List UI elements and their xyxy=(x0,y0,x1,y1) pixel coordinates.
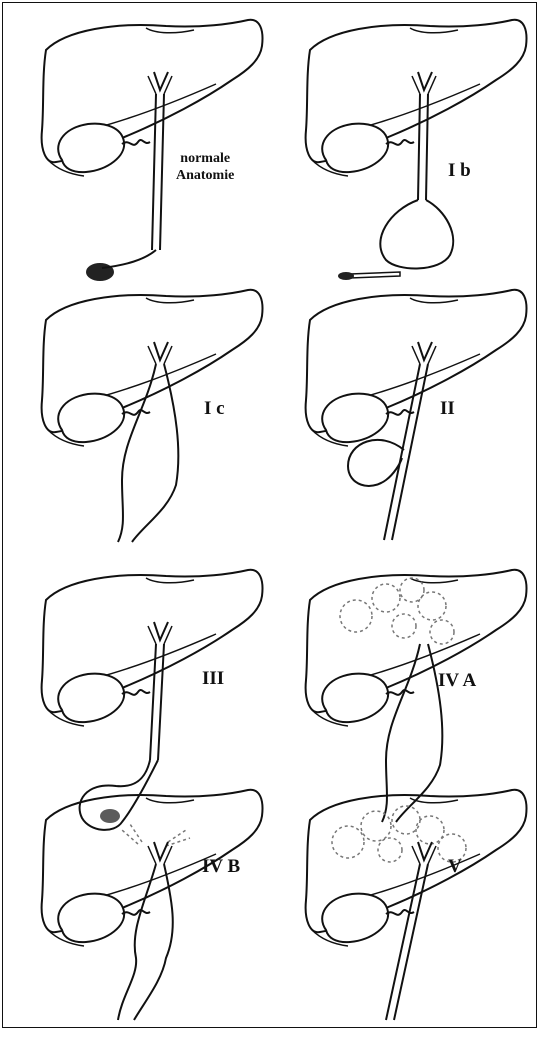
fusiform-cyst xyxy=(380,200,453,268)
papilla-stone-icon xyxy=(86,263,114,281)
type-V-drawing xyxy=(290,780,530,1040)
label-IVB: IV B xyxy=(202,856,240,878)
type-IVB-drawing xyxy=(26,780,266,1040)
label-Ic: I c xyxy=(204,398,225,420)
label-normal-anatomy: normale Anatomie xyxy=(176,150,234,184)
label-IVA: IV A xyxy=(438,670,476,692)
panel-type-II: II xyxy=(290,280,530,530)
type-Ic-drawing xyxy=(26,280,266,560)
label-Ib: I b xyxy=(448,160,471,182)
type-Ib-drawing xyxy=(290,10,530,290)
type-II-drawing xyxy=(290,280,530,560)
panel-type-V: V xyxy=(290,780,530,1030)
caroli-cysts xyxy=(332,806,466,862)
label-V: V xyxy=(448,856,462,878)
intrahepatic-cysts xyxy=(340,578,454,644)
panel-normal-anatomy: normale Anatomie xyxy=(26,10,266,260)
dilated-intrahepatic-ducts xyxy=(122,824,190,846)
panel-type-III: III xyxy=(26,560,266,810)
label-III: III xyxy=(202,668,224,690)
label-II: II xyxy=(440,398,455,420)
panel-type-Ic: I c xyxy=(26,280,266,530)
panel-type-Ib: I b xyxy=(290,10,530,260)
panel-type-IVA: IV A xyxy=(290,560,530,810)
panel-type-IVB: IV B xyxy=(26,780,266,1030)
